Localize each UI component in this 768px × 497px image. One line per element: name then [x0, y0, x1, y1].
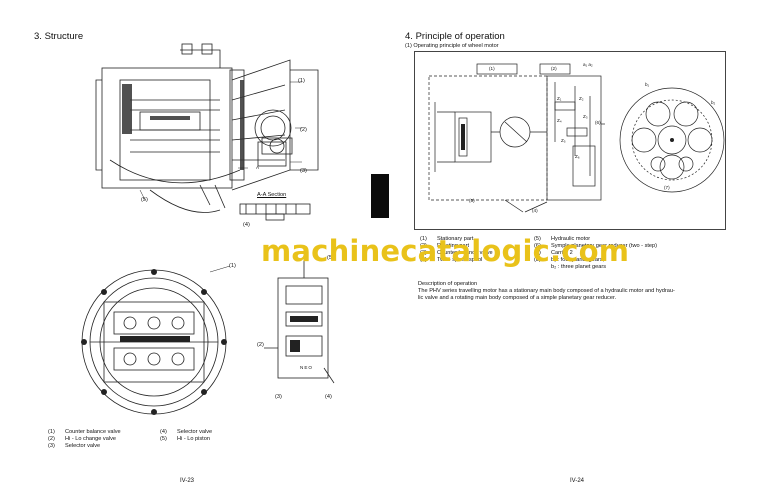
right-heading-text: Principle of operation [415, 31, 505, 42]
gear-label-z6: Z₆ [575, 154, 580, 159]
right-heading-number: 4. [405, 31, 413, 42]
gear-label-b2: b₂ [711, 100, 716, 105]
left-legend-2: (4) Selector valve (5) Hi - Lo piston [160, 429, 212, 443]
gear-label-z5: Z₅ [561, 138, 566, 143]
gear-label-b1: b₁ [645, 82, 650, 87]
description-title: Description of operation [418, 281, 478, 287]
legend-num: (4) [420, 257, 427, 263]
legend-text: Carrier 2 [551, 250, 573, 256]
legend-item: (1) Stationary part [420, 236, 493, 243]
legend-item: b₂ : three planet gears [534, 264, 657, 271]
motor-cross-section-drawing [95, 43, 319, 213]
right-heading: 4. Principle of operation [405, 31, 505, 42]
legend-item: (5) Hydraulic motor [534, 236, 657, 243]
legend-num: (8) [534, 257, 541, 263]
operation-diagram [428, 63, 725, 213]
diagram-callout-5: (5) [469, 198, 475, 203]
legend-item: (1) Counter balance valve [48, 429, 121, 436]
legend-num: (1) [420, 236, 427, 242]
legend-num: (4) [160, 429, 167, 435]
legend-num: (3) [420, 250, 427, 256]
left-heading-text: Structure [44, 31, 84, 42]
aa-section-drawing [239, 203, 311, 221]
motor-end-view-drawing [81, 265, 231, 415]
right-legend-left: (1) Stationary part (2) Rotating part (3) C… [420, 236, 493, 264]
callout-bottom-4: (4) [325, 394, 332, 400]
left-heading: 3. Structure [34, 31, 83, 42]
section-tab-marker [371, 174, 389, 218]
legend-text: Stationary part [437, 236, 474, 242]
diagram-callout-1: (1) [489, 66, 495, 71]
legend-num: (3) [48, 443, 55, 449]
legend-text: Selector valve [177, 429, 213, 435]
gear-label-z1: Z₁ [557, 96, 562, 101]
valve-label: NEO [300, 365, 313, 370]
left-legend: (1) Counter balance valve (2) Hi - Lo chan… [48, 429, 121, 450]
legend-num: (6) [534, 243, 541, 249]
watermark-text: machinecatalogic.com [261, 234, 630, 268]
gear-label-z4: Z₄ [557, 118, 562, 123]
legend-item: (4) Two - speed spool [420, 257, 493, 264]
legend-text: b₁ : four planet gears, [551, 257, 605, 263]
legend-num: (5) [534, 236, 541, 242]
callout-top-1: (1) [298, 78, 305, 84]
legend-item: (8) b₁ : four planet gears, [534, 257, 657, 264]
section-mark-a: A [256, 165, 260, 170]
right-legend-right: (5) Hydraulic motor (6) Symple planetary g… [534, 236, 657, 271]
legend-text: Hi - Lo change valve [65, 436, 116, 442]
description-line-1: The PHV series travelling motor has a st… [418, 288, 675, 294]
legend-num: (5) [160, 436, 167, 442]
diagram-callout-4: (4) [532, 208, 538, 213]
gear-label-z3: Z₃ [583, 114, 588, 119]
right-subheading: (1) Operating principle of wheel motor [405, 43, 499, 49]
legend-text: Selector valve [65, 443, 101, 449]
legend-item: (3) Selector valve [48, 443, 121, 450]
callout-bottom-2: (2) [257, 342, 264, 348]
legend-item: (2) Rotating part [420, 243, 493, 250]
left-heading-number: 3. [34, 31, 42, 42]
operation-diagram-frame: (1) (2) (4) (5) (6) (7) a₁ a₂ b₁ b₂ Z₁ Z… [414, 51, 726, 230]
diagram-callout-6: (6) [595, 120, 601, 125]
legend-text: Two - speed spool [437, 257, 483, 263]
legend-item: (5) Hi - Lo piston [160, 436, 212, 443]
legend-num: (7) [534, 250, 541, 256]
legend-text: Counter balance valve [437, 250, 493, 256]
callout-top-4: (4) [243, 222, 250, 228]
gear-label-a: a₁ a₂ [583, 62, 593, 67]
legend-num: (2) [48, 436, 55, 442]
description-line-2: lic valve and a rotating main body compo… [418, 295, 617, 301]
legend-text: Hydraulic motor [551, 236, 591, 242]
callout-top-3: (3) [300, 168, 307, 174]
legend-num: (2) [420, 243, 427, 249]
diagram-callout-2: (2) [551, 66, 557, 71]
legend-item: (7) Carrier 2 [534, 250, 657, 257]
legend-text: Hi - Lo piston [177, 436, 210, 442]
diagram-callout-7: (7) [664, 185, 670, 190]
description-block: Description of operation The PHV series … [418, 281, 748, 302]
legend-item: (2) Hi - Lo change valve [48, 436, 121, 443]
legend-text: Symple planetary gear reducer (two - ste… [551, 243, 658, 249]
callout-bottom-5: (5) [327, 255, 334, 261]
callout-top-2: (2) [300, 127, 307, 133]
left-page-number: IV-23 [180, 478, 195, 484]
callout-bottom-1: (1) [229, 263, 236, 269]
legend-item: (4) Selector valve [160, 429, 212, 436]
right-page-number: IV-24 [570, 478, 585, 484]
legend-item: (3) Counter balance valve [420, 250, 493, 257]
aa-section-label: A-A Section [257, 192, 287, 198]
gear-label-z2: Z₂ [579, 96, 584, 101]
legend-text: Rotating part [437, 243, 470, 249]
legend-text: Counter balance valve [65, 429, 121, 435]
legend-item: (6) Symple planetary gear reducer (two - … [534, 243, 657, 250]
legend-text: b₂ : three planet gears [551, 264, 607, 270]
legend-num: (1) [48, 429, 55, 435]
callout-bottom-3: (3) [275, 394, 282, 400]
callout-top-5: (5) [141, 197, 148, 203]
valve-drawing [264, 258, 335, 384]
